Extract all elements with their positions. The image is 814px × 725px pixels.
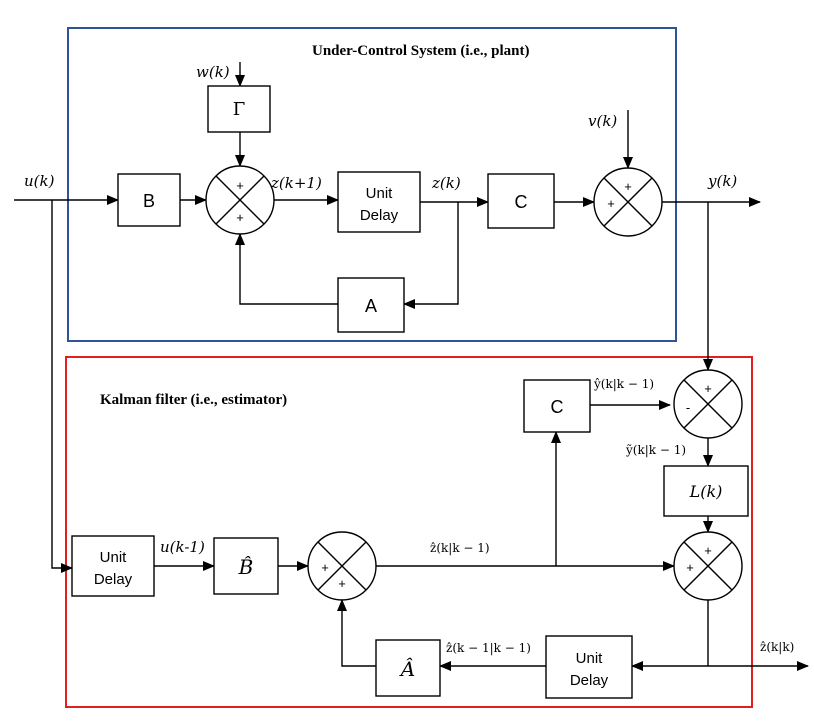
signal-y-label: y(k) [707,172,737,190]
wire-u-to-estimator [51,200,73,573]
sum-junction-output [593,167,663,237]
block-unit-delay-input [71,535,155,597]
sign-sum1-top: + [236,178,244,193]
block-unit-delay-state [545,635,633,699]
block-b [117,173,181,227]
signal-w-label: w(k) [196,63,230,81]
sign-sum5-top: + [704,543,712,558]
block-b-label: B [143,191,155,211]
signal-u-label: u(k) [24,172,55,190]
signal-innovation-label: ỹ(k|k − 1) [625,443,686,457]
estimator-title: Kalman filter (i.e., estimator) [100,392,287,408]
block-a-hat-label: Â [399,657,415,681]
block-unit-delay-plant-line1: Unit [366,185,394,202]
signal-prev-estimate-label: ẑ(k − 1|k − 1) [446,641,531,655]
block-a-hat [375,639,441,697]
wire-a-to-sum1 [235,233,338,305]
estimator-frame [65,356,753,708]
sign-sum4-left: - [686,400,690,415]
block-b-hat-label: B̂ [238,555,254,579]
block-unit-delay-input-line2: Delay [94,571,133,588]
block-unit-delay-plant-line2: Delay [360,207,399,224]
block-c-estimator [523,379,591,433]
block-c-estimator-label: C [551,397,564,417]
sign-sum3-left: + [321,560,329,575]
signal-y-pred-label: ŷ(k|k − 1) [593,377,654,391]
sign-sum3-bottom: + [338,576,346,591]
signal-z-pred-label: ẑ(k|k − 1) [430,541,490,555]
block-unit-delay-state-line2: Delay [570,672,609,689]
sign-sum5-left: + [686,560,694,575]
block-c-plant-label: C [515,192,528,212]
block-a-plant [337,277,405,333]
sign-sum1-bottom: + [236,210,244,225]
block-gain-l [663,465,749,517]
sign-sum2-left: + [607,196,615,211]
block-gamma-label: Γ [233,99,246,120]
signal-z-label: z(k) [431,174,461,192]
wire-ahat-to-sum3 [337,599,376,667]
block-unit-delay-state-line1: Unit [576,650,604,667]
block-gain-l-label: L(k) [689,482,723,501]
signal-u-delayed-label: u(k-1) [160,538,205,556]
sign-sum2-top: + [624,179,632,194]
block-c-plant [487,173,555,229]
sign-sum4-top: + [704,381,712,396]
wire-z-to-a [403,202,459,309]
block-b-hat [213,537,279,595]
block-unit-delay-input-line1: Unit [100,549,128,566]
signal-estimate-label: ẑ(k|k) [760,640,794,654]
signal-znext-label: z(k+1) [270,174,322,192]
block-gamma [207,85,271,133]
sum-junction-prediction [307,531,377,601]
plant-frame [67,27,677,342]
plant-title: Under-Control System (i.e., plant) [312,43,530,59]
block-a-plant-label: A [365,296,377,316]
signal-v-label: v(k) [588,112,617,130]
